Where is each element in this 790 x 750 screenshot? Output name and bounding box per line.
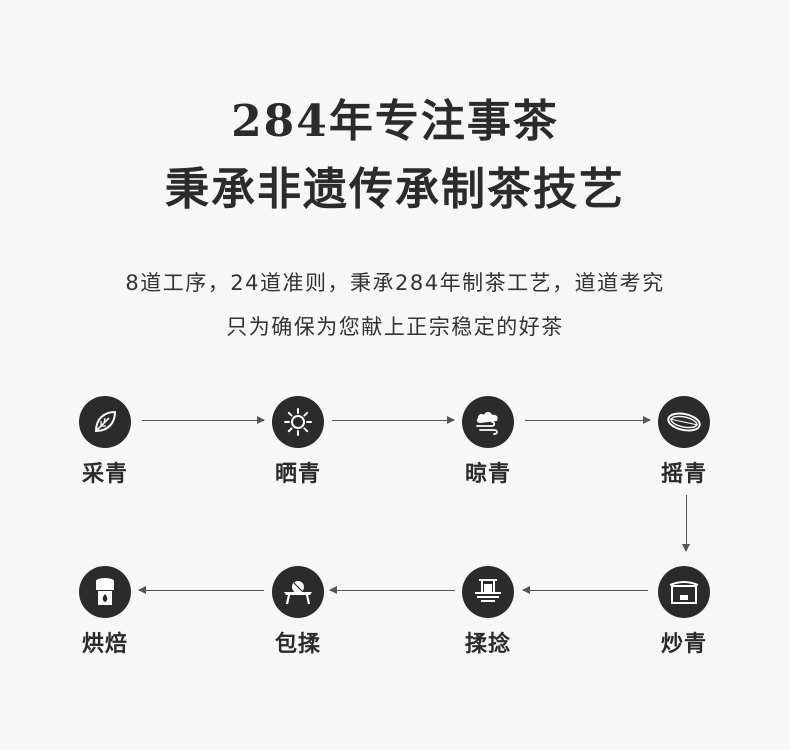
- process-step-pan-firing: 炒青: [634, 566, 734, 658]
- flow-arrow-right: [142, 416, 265, 424]
- headline-line-2: 秉承非遗传承制茶技艺: [165, 164, 625, 215]
- cloud-wind-icon: [462, 396, 514, 448]
- subtitle-line-2: 只为确保为您献上正宗稳定的好茶: [226, 315, 564, 339]
- wok-icon: [658, 566, 710, 618]
- flow-arrow-right: [332, 416, 455, 424]
- headline-line-1: 284年专注事茶: [231, 96, 559, 147]
- roasting-fire-icon: [79, 566, 131, 618]
- step-label: 炒青: [660, 631, 707, 657]
- flow-arrow-down: [682, 495, 690, 552]
- step-label: 烘焙: [81, 631, 128, 657]
- process-step-roasting: 烘焙: [55, 566, 155, 658]
- step-label: 包揉: [274, 631, 321, 657]
- rolling-machine-icon: [462, 566, 514, 618]
- process-step-ball-rolling: 包揉: [248, 566, 348, 658]
- process-step-sun-withering: 晒青: [248, 396, 348, 488]
- process-step-rolling: 揉捻: [438, 566, 538, 658]
- step-label: 晾青: [464, 461, 511, 487]
- step-label: 摇青: [660, 461, 707, 487]
- flow-arrow-left: [522, 586, 648, 594]
- flow-arrow-left: [329, 586, 455, 594]
- tea-leaf-icon: [79, 396, 131, 448]
- step-label: 揉捻: [464, 631, 511, 657]
- wrapped-tea-icon: [272, 566, 324, 618]
- process-step-picking: 采青: [55, 396, 155, 488]
- step-label: 晒青: [274, 461, 321, 487]
- sun-icon: [272, 396, 324, 448]
- subtitle-line-1: 8道工序，24道准则，秉承284年制茶工艺，道道考究: [125, 271, 665, 295]
- shaking-drum-icon: [658, 396, 710, 448]
- flow-arrow-right: [525, 416, 651, 424]
- flow-arrow-left: [138, 586, 264, 594]
- process-step-shaking: 摇青: [634, 396, 734, 488]
- step-label: 采青: [81, 461, 128, 487]
- process-step-cooling: 晾青: [438, 396, 538, 488]
